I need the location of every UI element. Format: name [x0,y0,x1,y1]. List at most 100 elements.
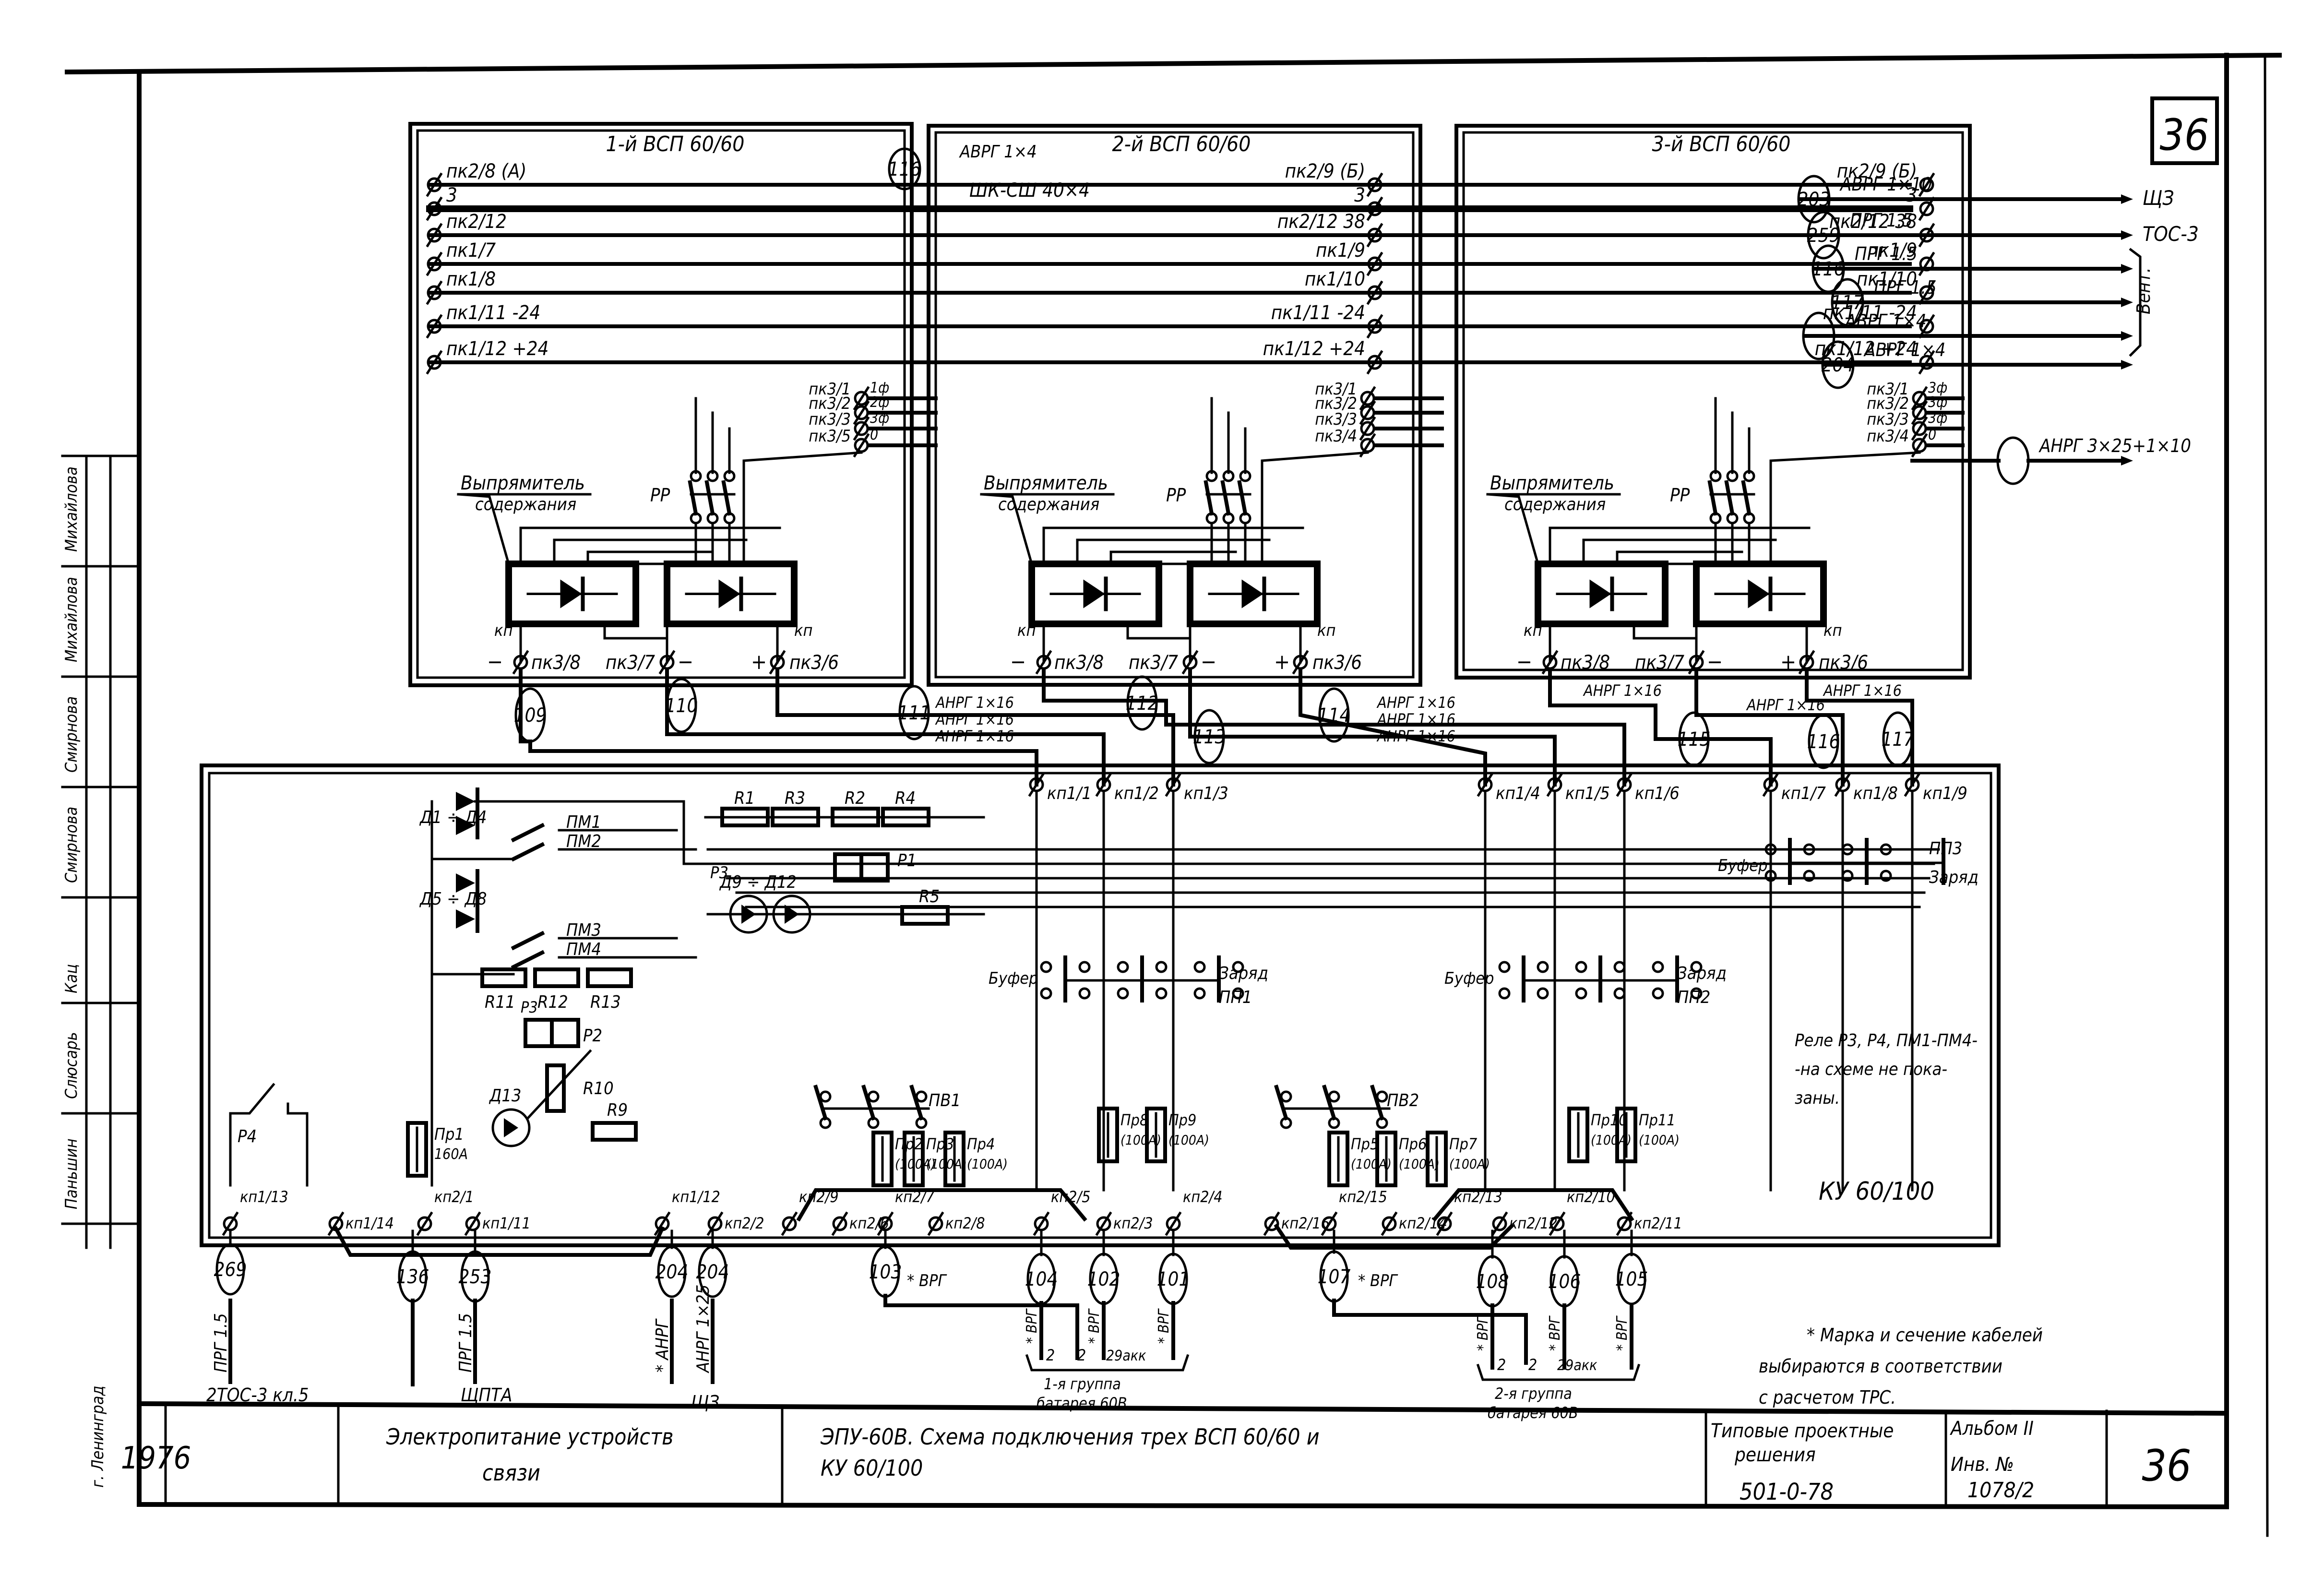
terminal-slash [1035,650,1052,675]
plus-sign: + [751,650,767,674]
terminal-slash [426,223,443,248]
breaker-contact-icon [867,1117,880,1129]
fuse-icon [871,1131,894,1187]
cable-marker-circle [1882,711,1914,767]
title-inv-label: Инв. № [1951,1454,2014,1476]
outgoing-cable-label: ПРГ 1.5 [1874,277,1937,298]
relay-contact-label: Р3 [521,998,538,1016]
cable-marker-label: 204 [1822,354,1855,376]
rectifier-feed [553,538,748,565]
terminal-slash [416,1211,433,1236]
charge-label: Заряд [1929,868,1978,887]
bus-bridge [1274,1223,1514,1250]
terminal-label: пк1/12 +24 [1263,338,1365,360]
terminal-icon [427,285,442,300]
unit-title: 2-й ВСП 60/60 [1112,132,1251,156]
ku-title: КУ 60/100 [1819,1177,1934,1206]
ku-terminal-label: кп1/6 [1635,784,1680,803]
terminal-label: 3 [1906,184,1917,206]
arrow-icon [2121,298,2133,307]
fuse-rating: (100А) [1120,1132,1161,1148]
cable-marker-label: 117 [1831,292,1864,314]
diode-circle [491,1108,531,1147]
cable-type-label: ПРГ 1.5 [211,1313,231,1372]
ku-terminal-label: кп1/1 [1047,784,1092,803]
rectifier-feed [519,526,781,565]
switch-contact-icon [690,470,702,482]
diode-icon [456,792,475,811]
minus-sign: − [1201,650,1216,674]
ku-bottom-terminal-label: кп2/11 [1634,1214,1682,1232]
kp-label: кп [1524,621,1542,640]
cable-route [519,668,1038,787]
switch-blade [1741,480,1752,516]
cable-type-label: АНРГ 1×16 [935,693,1014,712]
outgoing-cable-label: АВРГ 1×4 [1844,310,1926,332]
minus-sign: − [1516,650,1532,674]
terminal-icon [878,1216,893,1231]
terminal-icon [1367,285,1382,300]
terminal-slash [1165,1211,1182,1236]
resistor-label: R11 [485,992,515,1012]
cable-marker-label: 204 [655,1261,689,1283]
neutral-wire [1261,451,1369,563]
buffer-label: Буфер [1444,969,1494,988]
terminal-slash [654,1211,671,1236]
corner-sheet-number: 36 [2159,110,2209,160]
switch-contact-icon [1743,470,1755,482]
pp-label: ПП1 [1219,988,1252,1007]
cable-type-label: АНРГ 1×16 [1376,693,1455,712]
terminal-slash [426,196,443,221]
terminal-label: пк2/9 (Б) [1837,160,1917,182]
label-leader [1486,493,1540,566]
fuse-icon [1097,1107,1119,1163]
terminal-slash [658,650,676,675]
rectifiers [505,526,1827,675]
ku-terminal-label: кп1/9 [1923,784,1967,803]
resistor-label: R13 [590,992,621,1012]
cable-marker-circle [1193,709,1225,764]
fuse-icon [1327,1131,1349,1187]
relay-label: Р2 [583,1026,602,1046]
terminal-slash [1798,650,1815,675]
terminal-label: пк1/11 -24 [1823,302,1917,324]
battery-group-label: батарея 60В [1488,1404,1578,1422]
switch-label: РР [1670,485,1690,506]
charge-label: Заряд [1219,964,1268,983]
stamp-name: Михайлова [62,577,81,662]
terminal-label: пк2/9 (Б) [1285,160,1365,182]
ku-bottom-terminal-label: кп2/10 [1567,1188,1615,1206]
title-project-code: 501-0-78 [1740,1479,1834,1505]
phase-terminal-label: пк3/3 [1867,410,1909,429]
diode-icon [456,909,475,929]
resistor-label: R12 [537,992,568,1012]
cable-type-label: АНРГ 1×16 [1583,681,1662,700]
terminal-slash [1359,386,1376,411]
kp-label: кп [1823,621,1842,640]
output-terminal-label: пк3/7 [606,652,655,674]
cable-marker-label: 116 [1812,258,1845,280]
terminal-icon [427,355,442,370]
stamp-name: Смирнова [62,696,81,773]
cable-marker-label: 269 [214,1259,247,1281]
pv-label: ПВ1 [929,1091,961,1110]
output-terminal-label: пк3/6 [1312,652,1362,674]
cable-marker-circle [215,1243,245,1296]
cable-marker-label: 136 [396,1266,429,1288]
terminal-slash [853,386,870,411]
terminal-icon [1919,355,1934,370]
ku-note: Реле Р3, Р4, ПМ1-ПМ4- [1795,1031,1978,1050]
switch-contact-icon [1193,987,1206,1000]
fuse-rating: (100А) [1399,1156,1440,1172]
terminal-icon [1367,201,1382,216]
minus-sign: − [1010,650,1026,674]
switch-blade [1237,480,1248,516]
breaker-blade [1370,1085,1384,1121]
cable-marker-label: 101 [1157,1268,1190,1290]
ku-bottom-terminal-label: кп2/4 [1183,1188,1223,1206]
relay-contact-label: Р3 [710,863,728,883]
terminal-label: пк2/12 [446,211,507,233]
breaker-contact-icon [867,1090,880,1103]
fuse-label: Пр10 [1591,1111,1628,1129]
relay-contact-label: Р4 [238,1127,257,1146]
